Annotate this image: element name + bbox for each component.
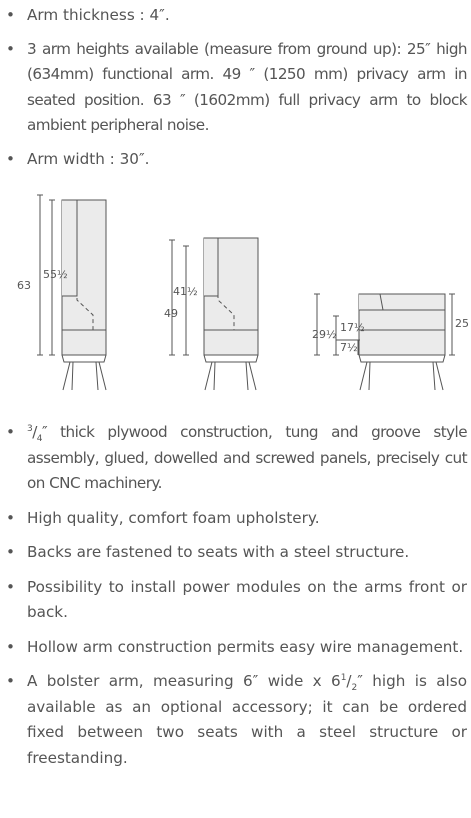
arm-height-diagram: 55½ 63 41½ 49 17½ 29½ 7½ 25 [0,190,471,415]
chair-low [314,293,455,391]
spec-item-arm-thickness: • Arm thickness : 4″. [0,3,471,29]
spec-item-arm-heights: • 3 arm heights available (measure from … [0,37,471,139]
dim-tall-arm-label: 55½ [43,268,68,281]
arm-height-diagram-svg: 55½ 63 41½ 49 17½ 29½ 7½ 25 [17,194,469,391]
dim-low-back-label: 29½ [312,328,337,341]
chair-mid-front-arm [204,237,219,297]
chair-tall-front-arm [62,199,78,297]
bullet-icon: • [6,637,15,656]
fraction-one-half: 1/2 [340,672,358,694]
dim-mid-arm-label: 41½ [173,285,198,298]
bullet-icon: • [6,6,15,24]
chair-mid-legs [204,361,257,391]
chair-low-base [358,354,446,363]
spec-item-backs: • Backs are fastened to seats with a ste… [0,540,471,566]
fraction-three-quarters: 3/4 [27,423,43,445]
spec-item-bolster-arm: • A bolster arm, measuring 6″ wide x 61/… [0,669,471,771]
bullet-icon: • [6,543,15,561]
spec-list-top: • Arm thickness : 4″. • 3 arm heights av… [0,3,471,180]
chair-tall-legs [62,361,107,391]
spec-item-power-modules: • Possibility to install power modules o… [0,575,471,626]
bullet-icon: • [6,149,15,168]
bullet-icon: • [6,423,15,441]
chair-mid [169,237,259,391]
chair-low-legs [359,361,444,391]
bullet-icon: • [6,508,15,527]
dim-low-backarm-label: 17½ [340,321,365,334]
dim-low-seat-label: 7½ [340,341,358,354]
chair-mid-base [203,354,259,363]
chair-mid-hidden-back [217,238,235,330]
chair-tall-hidden-back [76,200,94,330]
spec-item-foam: • High quality, comfort foam upholstery. [0,506,471,532]
dim-mid-total-label: 49 [164,307,178,320]
dim-low-arm-label: 25 [455,317,469,330]
chair-low-back [359,293,384,311]
spec-item-wire-management: • Hollow arm construction permits easy w… [0,635,471,661]
chair-tall [37,194,107,391]
chair-tall-base [61,354,107,363]
bullet-icon: • [6,577,15,596]
bullet-icon: • [6,39,15,58]
spec-list-bottom: • 3/4″ thick plywood construction, tung … [0,420,471,780]
spec-item-arm-width: • Arm width : 30″. [0,147,471,173]
bullet-icon: • [6,672,15,690]
dim-tall-total-label: 63 [17,279,31,292]
spec-item-plywood: • 3/4″ thick plywood construction, tung … [0,420,471,497]
